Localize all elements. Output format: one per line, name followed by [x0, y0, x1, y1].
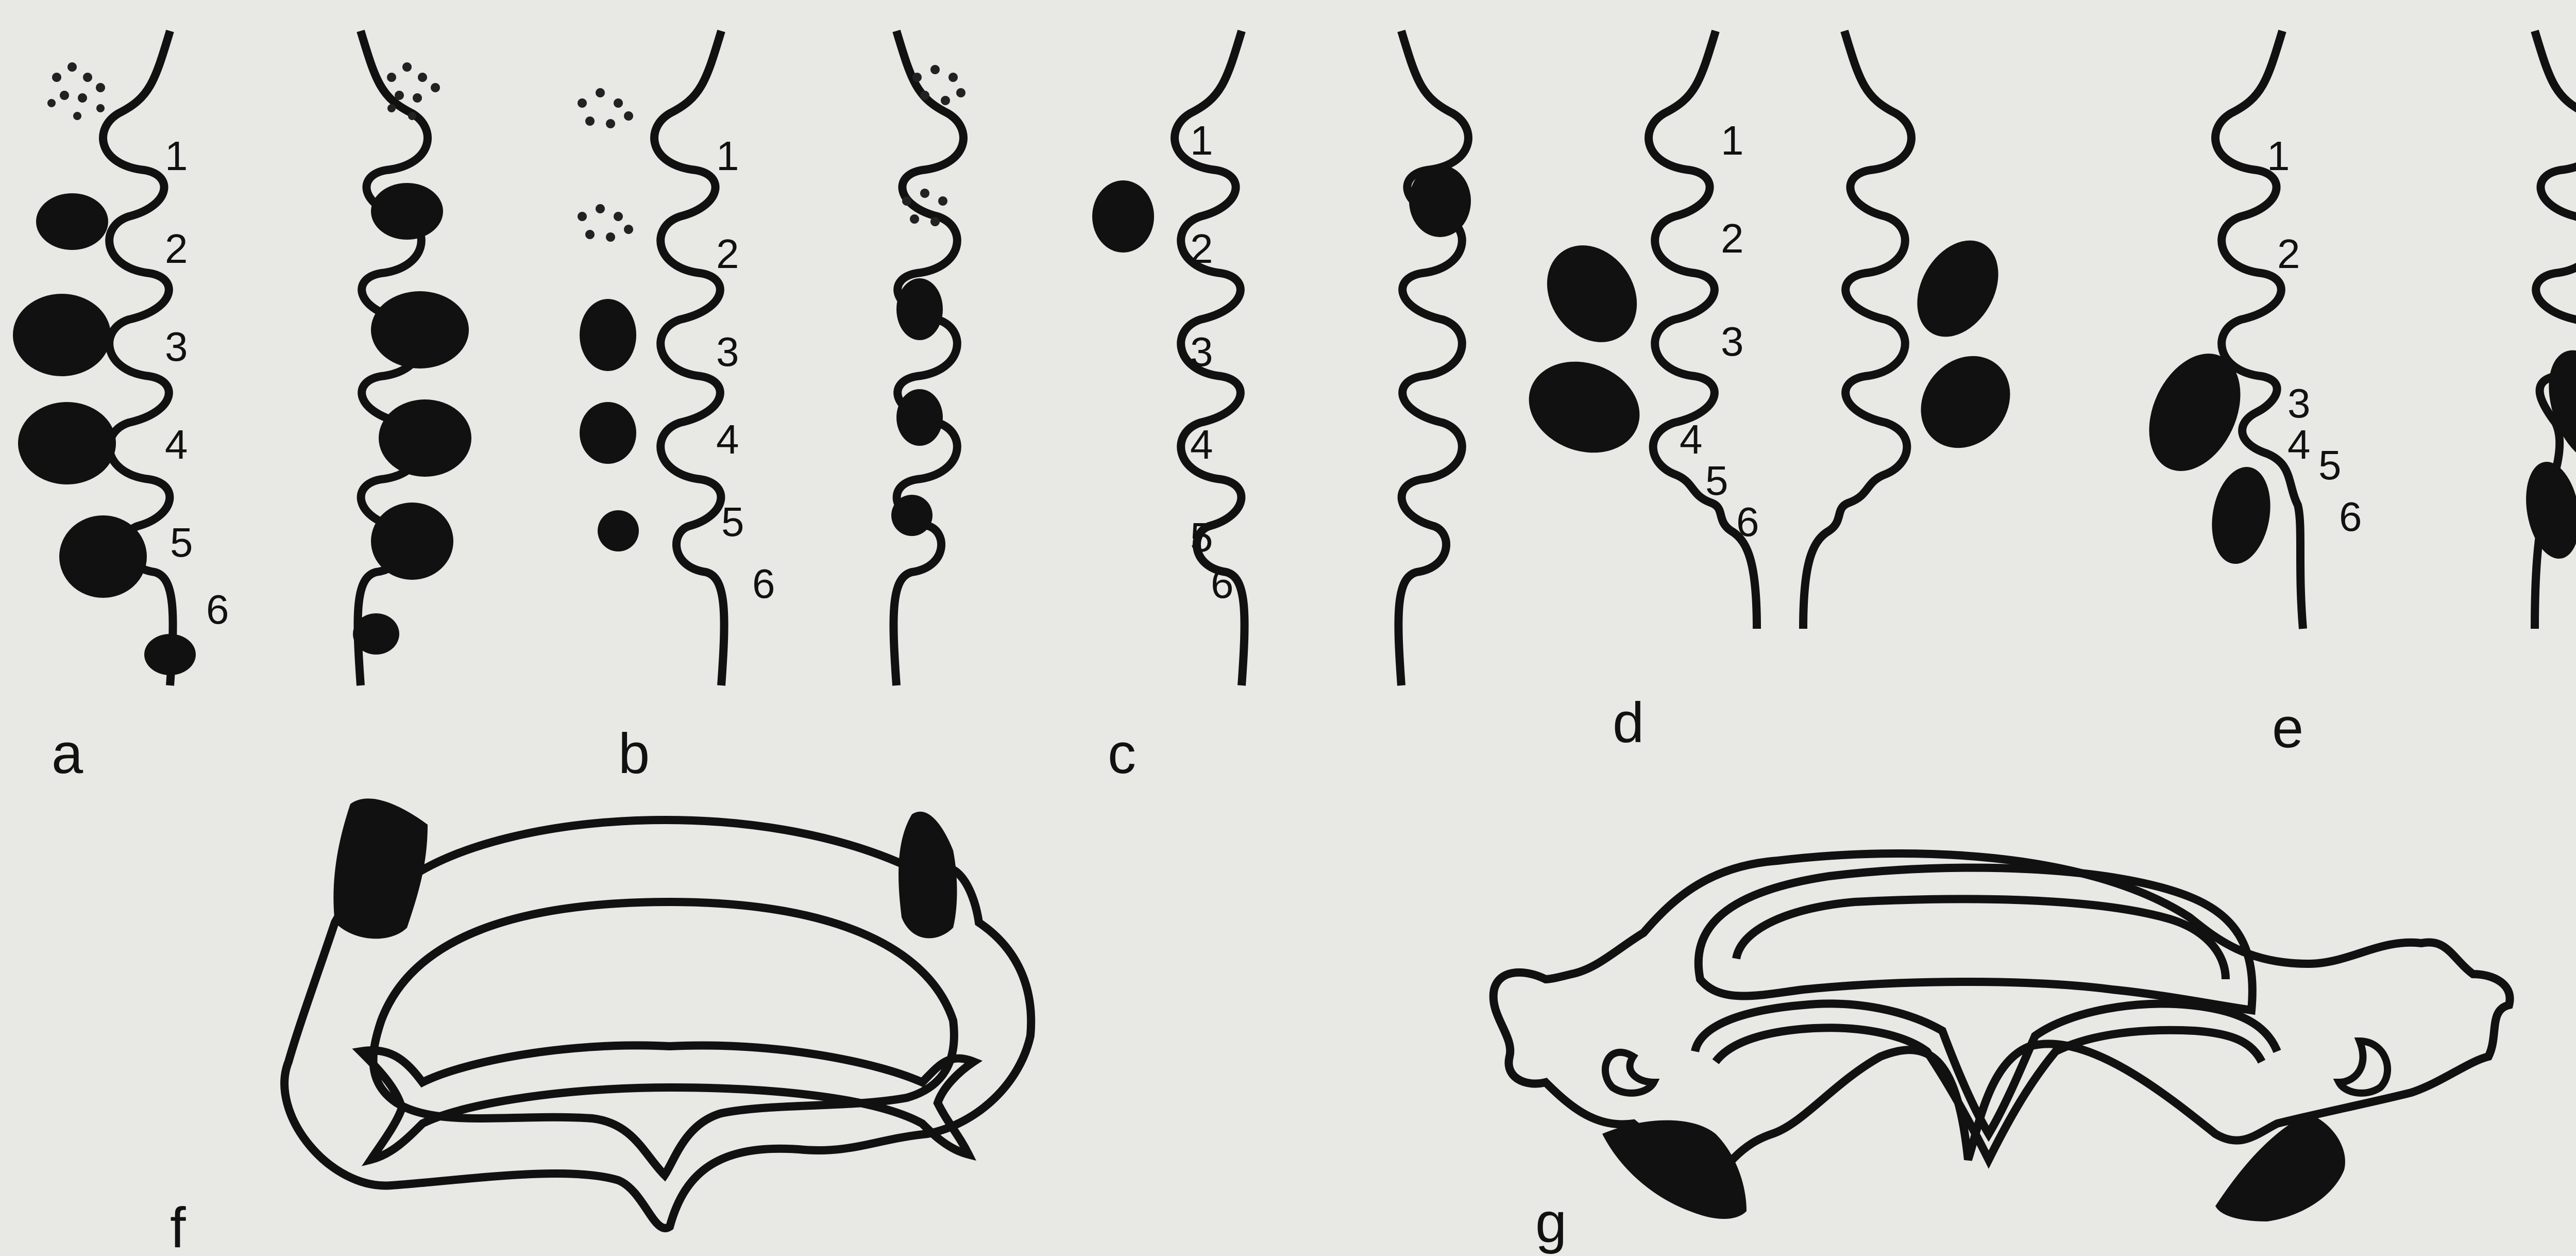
- derivative-left-3: [2131, 339, 2258, 485]
- derivative-right-3: [371, 291, 469, 369]
- stippled-pouch-left-1: [578, 88, 633, 128]
- crescent-left: [1605, 1052, 1654, 1093]
- stippled-pouch-left-1: [47, 62, 105, 120]
- pouch-number: 3: [716, 329, 739, 375]
- middle-layer-outline: [374, 902, 954, 1175]
- derivative-right-2: [1409, 165, 1471, 237]
- pouch-number: 4: [2287, 422, 2311, 467]
- panel-caption: e: [2272, 696, 2303, 760]
- inner-fold-outline: [1695, 1003, 2277, 1160]
- derivative-left-5: [598, 510, 639, 551]
- derivative-left-5: [59, 515, 147, 598]
- panel-caption: d: [1613, 691, 1644, 755]
- derivative-right-4: [896, 389, 943, 446]
- derivative-mass-right: [899, 812, 957, 939]
- derivative-left-2: [36, 193, 108, 250]
- panel-g: g: [1494, 853, 2510, 1254]
- panel-d: 1 2 3 4 5 6 d: [1516, 31, 2029, 755]
- derivative-left-4: [1516, 347, 1653, 468]
- derivative-left-4: [2205, 462, 2277, 568]
- pouch-number: 2: [716, 231, 739, 277]
- panel-f: f: [170, 798, 1031, 1256]
- pouch-number: 3: [1190, 329, 1213, 375]
- derivative-mass-left: [1602, 1120, 1747, 1219]
- derivative-right-4: [1903, 338, 2029, 466]
- pouch-number: 5: [170, 520, 193, 565]
- pouch-number: 6: [1211, 561, 1234, 607]
- pouch-number: 4: [1190, 422, 1213, 467]
- pouch-number: 4: [1680, 416, 1703, 462]
- pouch-number: 1: [165, 133, 188, 179]
- panel-caption: c: [1108, 722, 1136, 785]
- panel-e: 1 2 3 4 5 6 e: [2131, 31, 2576, 760]
- derivative-right-4: [2519, 458, 2576, 563]
- arch-outline-right: [1398, 31, 1468, 685]
- derivative-right-4: [379, 399, 471, 477]
- pouch-number: 4: [716, 416, 739, 462]
- derivative-mass-left: [333, 798, 428, 939]
- derivative-left-4: [580, 402, 636, 464]
- panel-caption: b: [618, 722, 650, 785]
- panel-c: 1 2 3 4 5 6 c: [1092, 31, 1471, 785]
- pouch-number: 3: [165, 324, 188, 370]
- arch-outline-right: [1803, 31, 1911, 629]
- pouch-number: 6: [2339, 494, 2362, 540]
- derivative-mass-right: [2215, 1113, 2345, 1221]
- panel-caption: g: [1535, 1191, 1567, 1254]
- pouch-number: 2: [2277, 231, 2300, 277]
- derivative-right-5: [371, 503, 453, 580]
- panel-caption: f: [170, 1196, 186, 1256]
- pouch-number: 5: [721, 499, 744, 545]
- pouch-number: 6: [752, 561, 775, 607]
- pouch-number: 2: [1721, 215, 1744, 261]
- pouch-number: 5: [2318, 442, 2342, 488]
- derivative-right-5: [891, 495, 933, 536]
- pouch-number: 5: [1190, 514, 1213, 560]
- pouch-number: 1: [1721, 118, 1744, 163]
- pouch-number: 6: [1736, 499, 1759, 545]
- stippled-pouch-left-2: [578, 204, 633, 242]
- derivative-left-3: [1529, 228, 1655, 360]
- arch-outline-left: [654, 31, 724, 685]
- pouch-number: 2: [165, 226, 188, 272]
- derivative-left-3: [580, 299, 636, 371]
- pouch-number: 3: [1721, 319, 1744, 364]
- pouch-number: 2: [1190, 226, 1213, 272]
- panel-a: 1 2 3 4 5 6 a: [13, 31, 471, 785]
- pouch-number: 6: [206, 587, 229, 632]
- arch-outline-right: [893, 31, 963, 685]
- derivative-right-2: [371, 183, 443, 240]
- panel-b: 1 2 3 4 5 6 b: [578, 31, 965, 785]
- panel-caption: a: [52, 722, 83, 785]
- pouch-number: 1: [1190, 118, 1213, 163]
- derivative-right-6: [353, 613, 399, 655]
- pouch-number: 1: [2267, 133, 2290, 179]
- pouch-number: 1: [716, 133, 739, 179]
- derivative-right-3: [896, 278, 943, 340]
- derivative-left-2: [1092, 180, 1154, 253]
- derivative-left-3: [13, 294, 111, 376]
- pouch-number: 4: [165, 422, 188, 467]
- pouch-number: 5: [1705, 458, 1728, 504]
- crescent-right: [2339, 1041, 2387, 1093]
- derivative-right-3: [1901, 226, 2014, 351]
- derivative-left-6: [144, 634, 196, 675]
- pouch-number: 3: [2287, 380, 2311, 426]
- upper-arch-outline: [1699, 868, 2252, 1010]
- derivative-left-4: [18, 402, 116, 484]
